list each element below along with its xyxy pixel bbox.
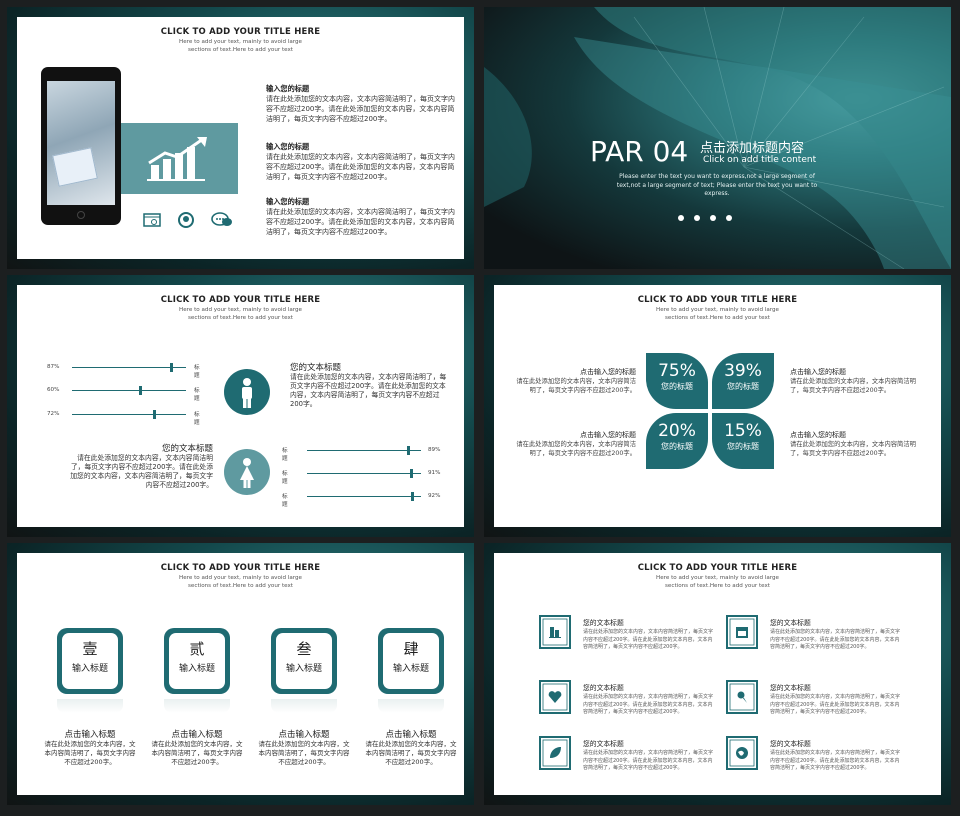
card-1[interactable]: 壹 输入标题: [57, 628, 123, 694]
slide-subtitle: Here to add your text, mainly to avoid l…: [179, 575, 302, 589]
card-reflection: [57, 699, 123, 713]
female-icon: [240, 458, 254, 488]
progress-knob[interactable]: [407, 446, 411, 455]
card-3[interactable]: 叁 输入标题: [271, 628, 337, 694]
progress-knob[interactable]: [170, 363, 174, 372]
text-block: 点击输入您的标题 请在此处添加您的文本内容，文本内容简洁明了，每页文字内容不应超…: [790, 431, 916, 457]
slide-6[interactable]: CLICK TO ADD YOUR TITLE HERE Here to add…: [484, 543, 951, 805]
slide-title: CLICK TO ADD YOUR TITLE HERE: [160, 295, 321, 305]
slide-subtitle: Here to add your text, mainly to avoid l…: [179, 39, 302, 53]
cover-description: Please enter the text you want to expres…: [616, 173, 818, 197]
card-number: 叁: [296, 640, 312, 658]
quad-tl[interactable]: 75%您的标题: [646, 353, 708, 409]
slide-3[interactable]: CLICK TO ADD YOUR TITLE HERE Here to add…: [7, 275, 474, 537]
text-item: 输入您的标题 请在此处添加您的文本内容，文本内容简洁明了，每页文字内容不应超过2…: [266, 197, 455, 236]
leaf-background: [484, 7, 951, 269]
card-label: 输入标题: [285, 664, 322, 674]
text-block: 点击输入您的标题 请在此处添加您的文本内容，文本内容简洁明了，每页文字内容不应超…: [790, 368, 916, 394]
card-number: 肆: [403, 640, 419, 658]
slide-subtitle: Here to add your text, mainly to avoid l…: [179, 307, 302, 321]
slide-canvas: CLICK TO ADD YOUR TITLE HERE Here to add…: [17, 17, 464, 259]
quad-tr[interactable]: 39%您的标题: [712, 353, 774, 409]
text-block: 点击输入您的标题 请在此处添加您的文本内容，文本内容简洁明了，每页文字内容不应超…: [516, 431, 636, 457]
card-reflection: [378, 699, 444, 713]
card-text: 点击输入标题 请在此处添加您的文本内容，文本内容简洁明了，每页文字内容不应超过2…: [365, 730, 457, 766]
chart-icon: [539, 615, 571, 649]
feature-item: 您的文本标题 请在此处添加您的文本内容，文本内容简洁明了，每页文字内容不应超过2…: [539, 680, 719, 730]
feature-item: 您的文本标题 请在此处添加您的文本内容，文本内容简洁明了，每页文字内容不应超过2…: [726, 736, 906, 786]
slide-title: CLICK TO ADD YOUR TITLE HERE: [160, 27, 321, 37]
card-number: 壹: [82, 640, 98, 658]
dot[interactable]: [710, 215, 716, 221]
slide-canvas: CLICK TO ADD YOUR TITLE HERE Here to add…: [17, 285, 464, 527]
cover-en-title: Click on add title content: [703, 155, 817, 165]
card-label: 输入标题: [71, 664, 108, 674]
slide-1[interactable]: CLICK TO ADD YOUR TITLE HERE Here to add…: [7, 7, 474, 269]
progress-knob[interactable]: [152, 410, 156, 419]
text-block: 您的文本标题 请在此处添加您的文本内容，文本内容简洁明了，每页文字内容不应超过2…: [290, 363, 447, 408]
feature-item: 您的文本标题 请在此处添加您的文本内容，文本内容简洁明了，每页文字内容不应超过2…: [726, 680, 906, 730]
card-reflection: [271, 699, 337, 713]
feature-item: 您的文本标题 请在此处添加您的文本内容，文本内容简洁明了，每页文字内容不应超过2…: [539, 615, 719, 665]
progress-knob[interactable]: [139, 386, 143, 395]
card-text: 点击输入标题 请在此处添加您的文本内容，文本内容简洁明了，每页文字内容不应超过2…: [44, 730, 136, 766]
browser-icon: [143, 213, 161, 227]
slide-title: CLICK TO ADD YOUR TITLE HERE: [637, 563, 798, 573]
card-number: 贰: [189, 640, 205, 658]
progress-knob[interactable]: [410, 492, 414, 501]
slide-2[interactable]: PAR 04 点击添加标题内容 Click on add title conte…: [484, 7, 951, 269]
card-2[interactable]: 贰 输入标题: [164, 628, 230, 694]
slide-canvas: CLICK TO ADD YOUR TITLE HERE Here to add…: [494, 285, 941, 527]
phone-mockup: [41, 67, 121, 225]
quad-br[interactable]: 15%您的标题: [712, 413, 774, 469]
dot[interactable]: [678, 215, 684, 221]
target-icon: [178, 212, 194, 228]
progress-knob[interactable]: [409, 469, 413, 478]
quad-bl[interactable]: 20%您的标题: [646, 413, 708, 469]
feature-item: 您的文本标题 请在此处添加您的文本内容，文本内容简洁明了，每页文字内容不应超过2…: [726, 615, 906, 665]
slide-title: CLICK TO ADD YOUR TITLE HERE: [637, 295, 798, 305]
card-text: 点击输入标题 请在此处添加您的文本内容，文本内容简洁明了，每页文字内容不应超过2…: [151, 730, 243, 766]
calendar-icon: [726, 615, 758, 649]
text-block: 点击输入您的标题 请在此处添加您的文本内容，文本内容简洁明了，每页文字内容不应超…: [516, 368, 636, 394]
slide-4[interactable]: CLICK TO ADD YOUR TITLE HERE Here to add…: [484, 275, 951, 537]
male-avatar: [224, 369, 270, 415]
text-item: 输入您的标题 请在此处添加您的文本内容，文本内容简洁明了，每页文字内容不应超过2…: [266, 84, 455, 123]
pin-icon: [726, 680, 758, 714]
card-label: 输入标题: [178, 664, 215, 674]
card-4[interactable]: 肆 输入标题: [378, 628, 444, 694]
chart-banner: [121, 123, 238, 194]
heart-icon: [539, 680, 571, 714]
feature-item: 您的文本标题 请在此处添加您的文本内容，文本内容简洁明了，每页文字内容不应超过2…: [539, 736, 719, 786]
slide-5[interactable]: CLICK TO ADD YOUR TITLE HERE Here to add…: [7, 543, 474, 805]
text-block: 您的文本标题 请在此处添加您的文本内容，文本内容简洁明了，每页文字内容不应超过2…: [70, 444, 213, 489]
cover-cn-title: 点击添加标题内容: [700, 141, 805, 156]
slide-subtitle: Here to add your text, mainly to avoid l…: [656, 575, 779, 589]
text-item: 输入您的标题 请在此处添加您的文本内容，文本内容简洁明了，每页文字内容不应超过2…: [266, 142, 455, 181]
card-text: 点击输入标题 请在此处添加您的文本内容，文本内容简洁明了，每页文字内容不应超过2…: [258, 730, 350, 766]
pager-dots: [678, 206, 732, 225]
slide-title: CLICK TO ADD YOUR TITLE HERE: [160, 563, 321, 573]
slide-subtitle: Here to add your text, mainly to avoid l…: [656, 307, 779, 321]
dot[interactable]: [726, 215, 732, 221]
part-number: PAR 04: [590, 135, 689, 168]
card-reflection: [164, 699, 230, 713]
card-label: 输入标题: [392, 664, 429, 674]
dot[interactable]: [694, 215, 700, 221]
slide-canvas: CLICK TO ADD YOUR TITLE HERE Here to add…: [17, 553, 464, 795]
chart-up-icon: [147, 137, 207, 181]
leaf-icon: [539, 736, 571, 770]
slide-canvas: CLICK TO ADD YOUR TITLE HERE Here to add…: [494, 553, 941, 795]
female-avatar: [224, 449, 270, 495]
globe-icon: [726, 736, 758, 770]
male-icon: [242, 378, 252, 408]
chat-icon: [211, 212, 232, 226]
